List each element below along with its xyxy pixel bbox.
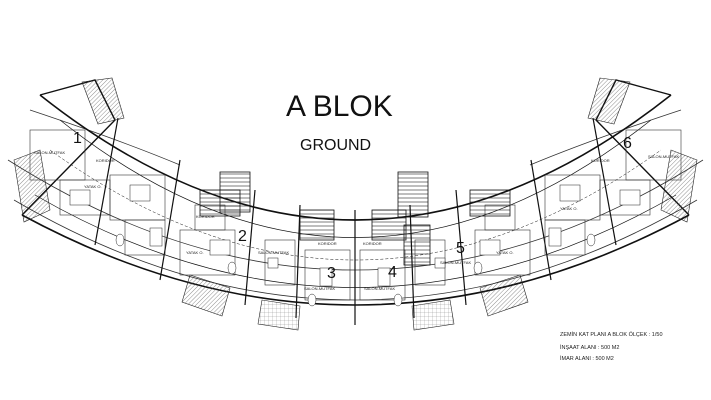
room-label: SALON-MUTFAK (34, 150, 65, 155)
room-label: YATAK O. (186, 250, 204, 255)
room-label: SALON-MUTFAK (258, 250, 289, 255)
room-label: YATAK O. (84, 184, 102, 189)
unit-number-2: 2 (238, 228, 247, 245)
plan-title: A BLOK (286, 90, 393, 123)
unit-number-4: 4 (388, 264, 397, 281)
room-label: KORIDOR (196, 214, 215, 219)
info-scale: ZEMİN KAT PLANI A BLOK ÖLÇEK : 1/50 (560, 332, 663, 338)
info-zoning-area: İMAR ALANI : 500 M2 (560, 356, 614, 362)
terraces (13, 77, 698, 331)
room-label: KORIDOR (96, 158, 115, 163)
room-label: SALON-MUTFAK (648, 154, 679, 159)
room-label: YATAK O. (496, 250, 514, 255)
unit-number-3: 3 (327, 265, 336, 282)
unit-number-5: 5 (456, 240, 465, 257)
room-label: KORIDOR (591, 158, 610, 163)
room-label: SALON-MUTFAK (440, 260, 471, 265)
interior-partitions (29, 129, 682, 301)
room-labels: SALON-MUTFAK KORIDOR YATAK O. KORIDOR YA… (34, 150, 679, 291)
fixtures (69, 184, 641, 307)
unit-number-1: 1 (73, 130, 82, 147)
room-label: SALON-MUTFAK (304, 286, 335, 291)
stair-cores (199, 171, 511, 266)
room-label: SALON-MUTFAK (364, 286, 395, 291)
room-label: KORIDOR (363, 241, 382, 246)
unit-number-6: 6 (623, 135, 632, 152)
room-label: KORIDOR (318, 241, 337, 246)
info-construction-area: İNŞAAT ALANI : 500 M2 (560, 345, 620, 351)
plan-subtitle: GROUND (300, 137, 371, 154)
room-label: YATAK O. (560, 206, 578, 211)
unit-walls (94, 117, 617, 325)
